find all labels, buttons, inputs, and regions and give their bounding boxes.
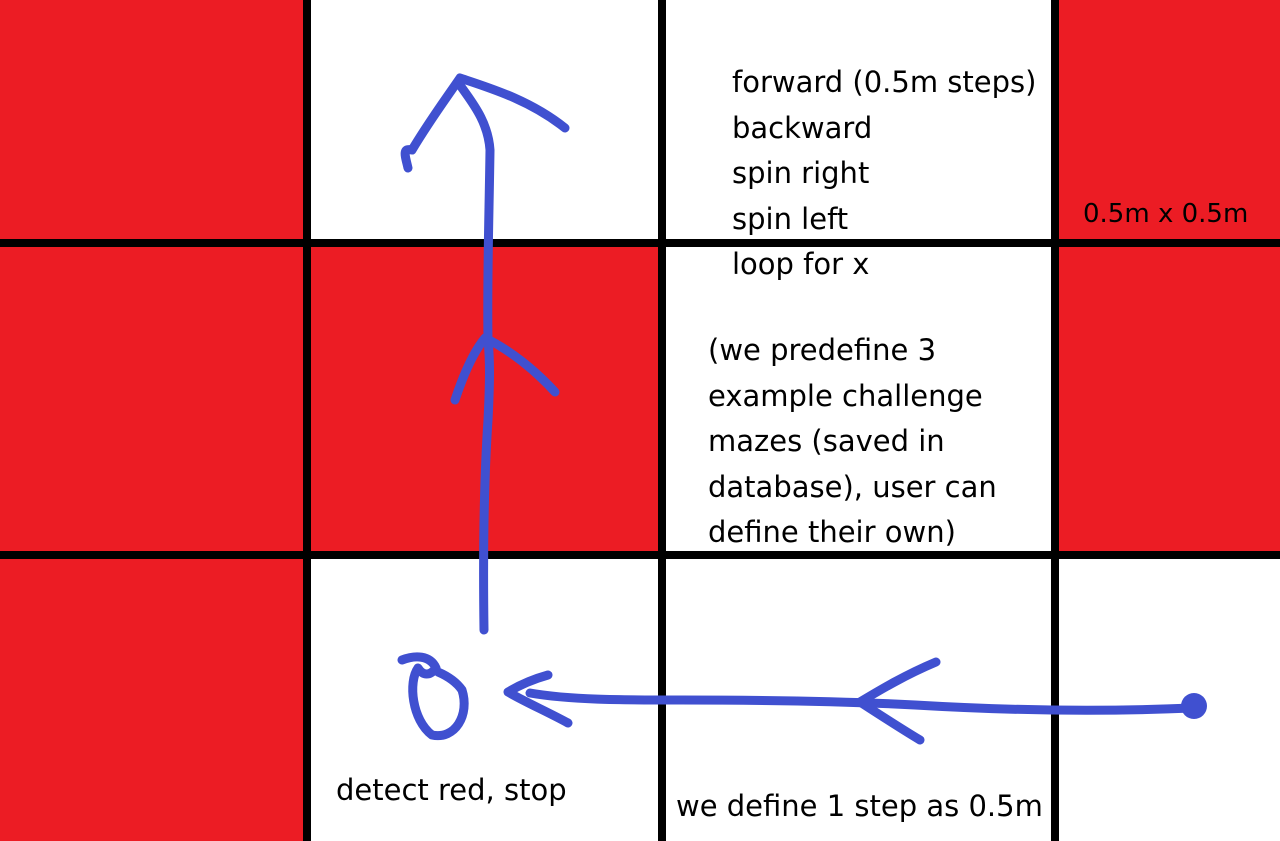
maze-note-line: example challenge bbox=[708, 378, 983, 413]
grid-cell-white bbox=[1055, 555, 1280, 841]
command-list: forward (0.5m steps) backward spin right sp… bbox=[732, 60, 1036, 288]
grid-cell-red bbox=[0, 0, 307, 243]
arrowhead-up-top bbox=[400, 73, 570, 173]
maze-note-line: (we predefine 3 bbox=[708, 333, 937, 367]
grid-cell-red bbox=[1055, 0, 1280, 243]
path-segment-horizontal bbox=[525, 688, 1197, 715]
grid-cell-red bbox=[1055, 243, 1280, 555]
command-item: loop for x bbox=[732, 247, 870, 281]
maze-note-line: database), user can bbox=[708, 469, 997, 504]
maze-note-line: mazes (saved in bbox=[708, 424, 945, 458]
robot-path bbox=[397, 73, 1207, 745]
arrowhead-up-middle bbox=[450, 333, 560, 405]
maze-note: (we predefine 3 example challenge mazes (s… bbox=[708, 328, 997, 556]
command-item: spin left bbox=[732, 201, 849, 236]
arrowhead-left-end bbox=[503, 670, 573, 728]
cell-size-label: 0.5m x 0.5m bbox=[1083, 199, 1249, 229]
grid-cell-white bbox=[662, 243, 1055, 555]
command-item: spin right bbox=[732, 156, 870, 190]
detect-red-label: detect red, stop bbox=[336, 773, 567, 807]
arrowhead-left-middle bbox=[855, 657, 941, 745]
spin-circle-icon bbox=[397, 652, 469, 741]
step-definition-label: we define 1 step as 0.5m bbox=[676, 789, 1043, 823]
grid-cell-red bbox=[0, 555, 307, 841]
grid-cell-white bbox=[662, 0, 1055, 243]
grid-cell-red bbox=[0, 243, 307, 555]
command-item: backward bbox=[732, 110, 873, 145]
command-item: forward (0.5m steps) bbox=[732, 65, 1037, 99]
maze-note-line: define their own) bbox=[708, 515, 956, 549]
